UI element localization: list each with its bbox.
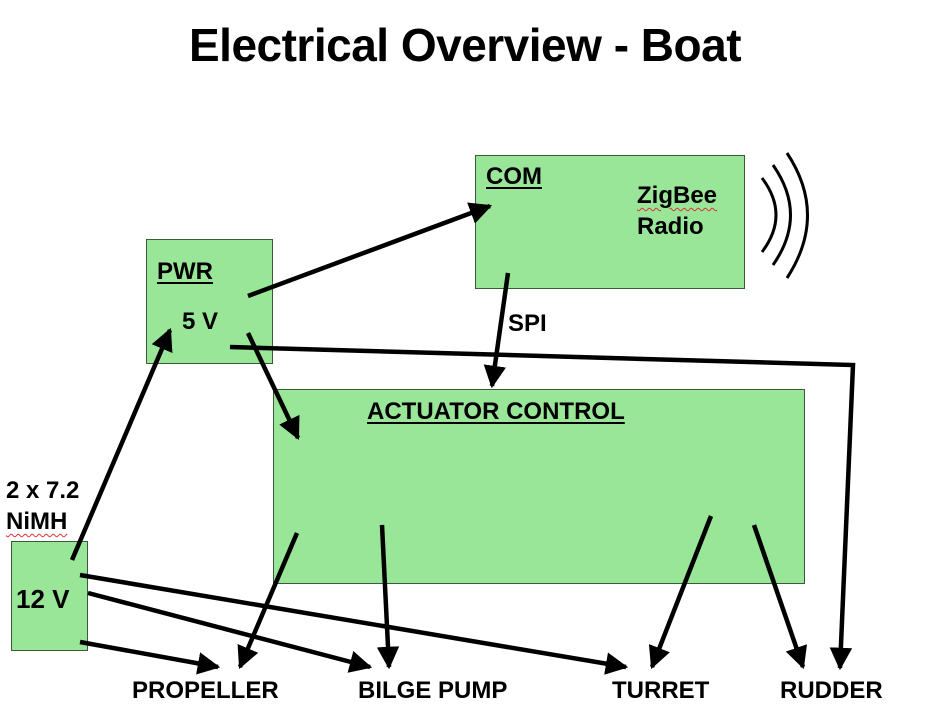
wire-pwr-to-rudder xyxy=(229,344,856,671)
wire-actuator-to-rudder xyxy=(751,524,808,670)
wire-battery-to-pwr xyxy=(69,327,173,561)
wire-actuator-to-bilge-pump xyxy=(376,524,400,670)
battery-voltage: 12 V xyxy=(16,584,70,614)
com-block xyxy=(475,155,745,289)
wire-actuator-to-propeller xyxy=(237,532,300,670)
output-bilge-pump: BILGE PUMP xyxy=(358,677,508,704)
pwr-title: PWR xyxy=(157,258,213,285)
output-propeller: PROPELLER xyxy=(132,677,279,704)
wire-battery-to-turret xyxy=(79,572,629,675)
zigbee-label: ZigBee xyxy=(637,182,718,209)
wire-actuator-to-turret xyxy=(648,515,714,670)
actuator-title: ACTUATOR CONTROL xyxy=(367,398,625,425)
radio-label: Radio xyxy=(637,213,704,240)
radio-waves-icon xyxy=(760,152,809,279)
output-rudder: RUDDER xyxy=(780,677,883,704)
wire-pwr-to-com xyxy=(247,202,493,299)
wire-com-to-actuator-spi xyxy=(483,272,511,389)
actuator-control-block xyxy=(273,389,805,584)
spi-label: SPI xyxy=(508,310,547,337)
com-title: COM xyxy=(486,163,542,190)
diagram-title: Electrical Overview - Boat xyxy=(188,19,742,71)
battery-spec-line2: NiMH xyxy=(6,508,68,535)
pwr-voltage: 5 V xyxy=(182,308,219,335)
output-turret: TURRET xyxy=(612,677,710,704)
battery-spec-line1: 2 x 7.2 xyxy=(6,477,80,504)
wire-battery-to-propeller xyxy=(79,639,221,675)
wire-pwr-to-actuator xyxy=(245,332,301,441)
wire-battery-to-bilge-pump xyxy=(87,590,373,673)
battery-block xyxy=(11,541,88,651)
